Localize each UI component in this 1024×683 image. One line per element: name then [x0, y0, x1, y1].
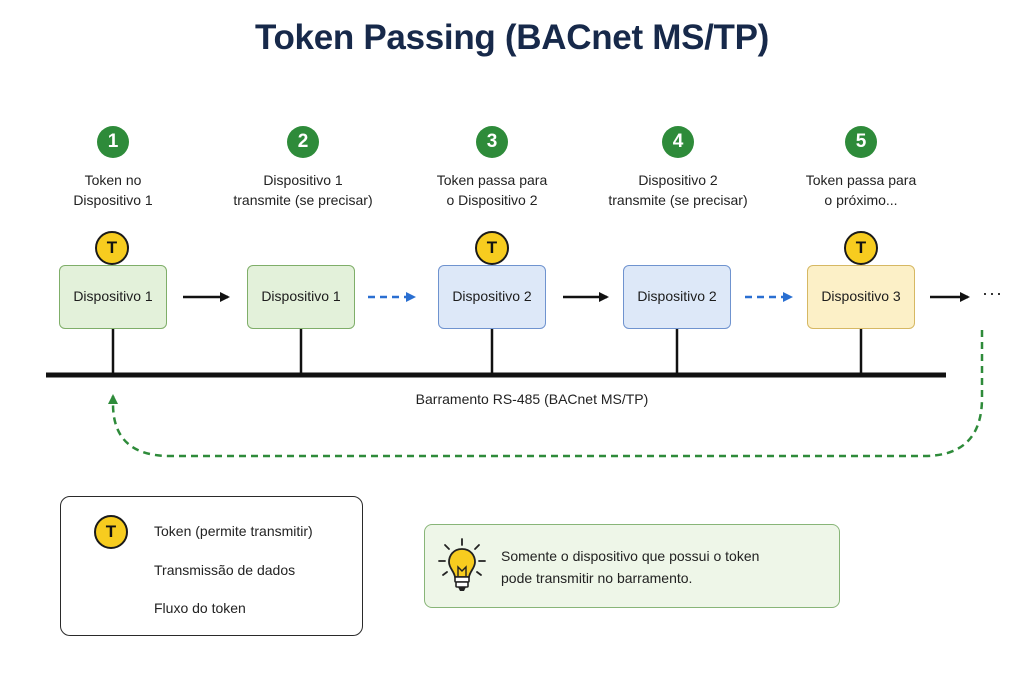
device-dispositivo-3: Dispositivo 3 — [807, 265, 915, 329]
page-title: Token Passing (BACnet MS/TP) — [254, 18, 770, 57]
device-dispositivo-1: Dispositivo 1 — [59, 265, 167, 329]
more-devices-ellipsis: ··· — [982, 283, 1003, 303]
legend: T Token (permite transmitir) Transmissão… — [60, 496, 363, 636]
step-caption-5-line1: Token passa para — [805, 172, 917, 188]
step-caption-3: Token passa para o Dispositivo 2 — [397, 170, 587, 210]
device-dispositivo-1-transmitting: Dispositivo 1 — [247, 265, 355, 329]
step-caption-4-line1: Dispositivo 2 — [638, 172, 718, 188]
token-icon: T — [475, 231, 509, 265]
step-caption-5-line2: o próximo... — [824, 192, 898, 208]
device-dispositivo-2-transmitting: Dispositivo 2 — [623, 265, 731, 329]
info-text-line1: Somente o dispositivo que possui o token — [501, 548, 760, 564]
info-box: Somente o dispositivo que possui o token… — [424, 524, 840, 608]
step-caption-3-line2: o Dispositivo 2 — [446, 192, 538, 208]
bus-label: Barramento RS-485 (BACnet MS/TP) — [415, 391, 649, 407]
token-return-flow — [108, 330, 984, 458]
step-number-2: 2 — [287, 126, 319, 158]
step-caption-5: Token passa para o próximo... — [766, 170, 956, 210]
step-caption-3-line1: Token passa para — [436, 172, 548, 188]
legend-token-label: Token (permite transmitir) — [154, 523, 313, 539]
legend-token-icon: T — [94, 515, 128, 549]
token-icon: T — [844, 231, 878, 265]
step-caption-2-line1: Dispositivo 1 — [263, 172, 343, 188]
lightbulb-icon — [438, 538, 486, 591]
step-caption-2-line2: transmite (se precisar) — [233, 192, 373, 208]
step-number-5: 5 — [845, 126, 877, 158]
legend-token-flow-label: Fluxo do token — [154, 600, 246, 616]
info-text-line2: pode transmitir no barramento. — [501, 570, 693, 586]
legend-data-label: Transmissão de dados — [154, 562, 296, 578]
step-caption-1-line2: Dispositivo 1 — [73, 192, 153, 208]
step-caption-4: Dispositivo 2 transmite (se precisar) — [583, 170, 773, 210]
token-icon: T — [95, 231, 129, 265]
step-number-4: 4 — [662, 126, 694, 158]
step-caption-1-line1: Token no — [84, 172, 142, 188]
device-dispositivo-2: Dispositivo 2 — [438, 265, 546, 329]
step-caption-1: Token no Dispositivo 1 — [18, 170, 208, 210]
step-number-3: 3 — [476, 126, 508, 158]
step-number-1: 1 — [97, 126, 129, 158]
step-caption-2: Dispositivo 1 transmite (se precisar) — [208, 170, 398, 210]
step-caption-4-line2: transmite (se precisar) — [608, 192, 748, 208]
info-text: Somente o dispositivo que possui o token… — [501, 545, 821, 589]
